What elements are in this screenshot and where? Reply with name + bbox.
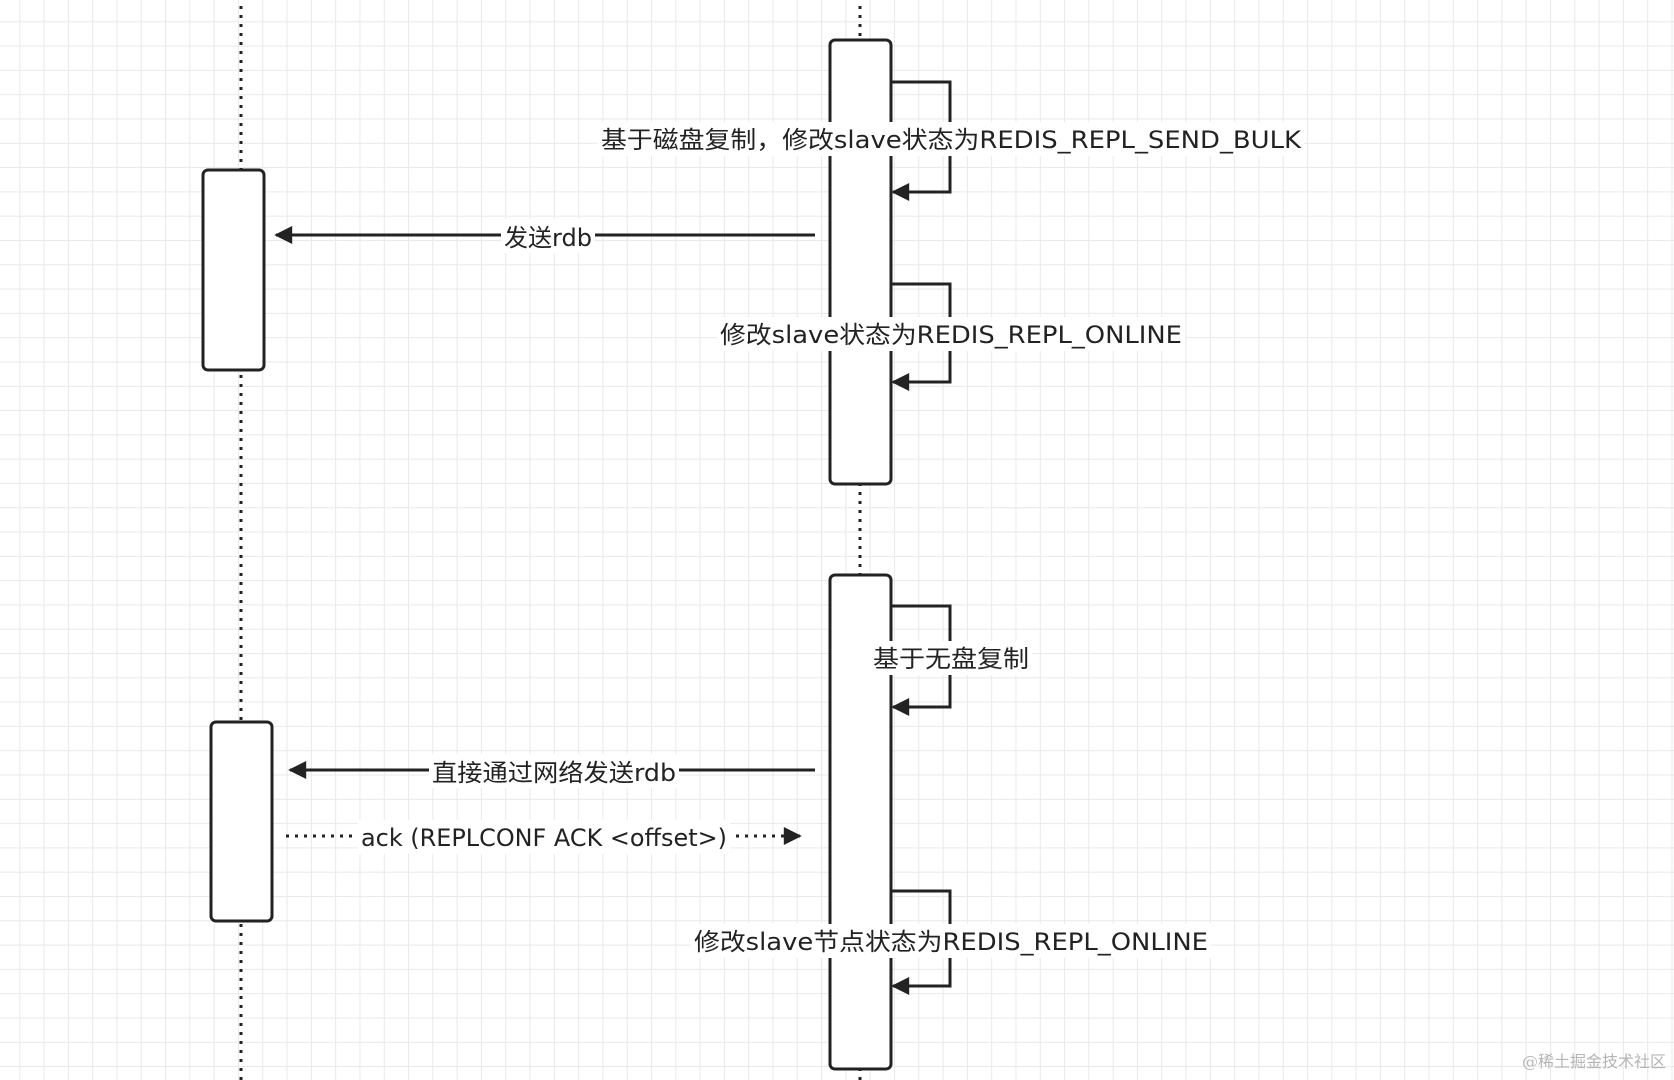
send-rdb-label: 发送rdb [504,224,592,252]
disk-replication-label: 基于磁盘复制，修改slave状态为REDIS_REPL_SEND_BULK [601,126,1302,154]
watermark: @稀土掘金技术社区 [1521,1052,1666,1071]
direct-send-label: 直接通过网络发送rdb [432,759,676,787]
self-message-disk-replication: 基于磁盘复制，修改slave状态为REDIS_REPL_SEND_BULK [598,80,1304,201]
label-background [358,820,730,854]
label-background [870,641,1032,675]
message-ack: ack (REPLCONF ACK <offset>) [286,820,802,854]
master-activation-1 [828,38,893,486]
node-online-label: 修改slave节点状态为REDIS_REPL_ONLINE [694,928,1208,956]
label-background [717,317,1185,351]
message-send-rdb: 发送rdb [274,219,815,253]
slave-activation-1 [201,168,266,372]
diskless-replication-label: 基于无盘复制 [873,645,1029,673]
label-background [429,754,679,788]
label-background [691,924,1211,958]
self-message-node-online: 修改slave节点状态为REDIS_REPL_ONLINE [691,889,1211,995]
label-background [501,219,595,253]
self-message-online: 修改slave状态为REDIS_REPL_ONLINE [717,282,1185,391]
self-message-diskless-replication: 基于无盘复制 [870,604,1032,716]
label-background [598,122,1304,156]
message-direct-send-rdb: 直接通过网络发送rdb [288,754,815,788]
online-label: 修改slave状态为REDIS_REPL_ONLINE [720,321,1182,349]
slave-activation-2 [209,720,274,923]
ack-label: ack (REPLCONF ACK <offset>) [361,824,727,852]
